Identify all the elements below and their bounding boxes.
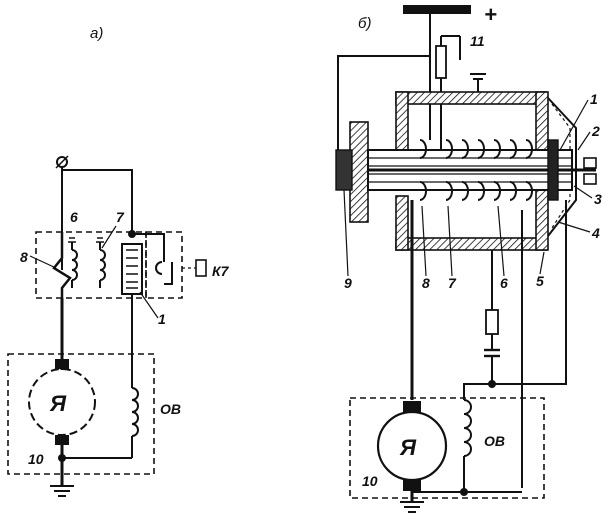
diagram-a: а) xyxy=(7,25,230,497)
label-a-10: 10 xyxy=(28,451,44,467)
label-b-8: 8 xyxy=(422,275,430,291)
battery-terminal xyxy=(403,5,471,14)
diagram-a-title: а) xyxy=(90,25,103,42)
label-a-6: 6 xyxy=(70,209,78,225)
resistor xyxy=(485,309,499,335)
contact-disc xyxy=(547,139,559,201)
field-coil-b xyxy=(463,399,472,492)
label-b-4: 4 xyxy=(591,225,600,241)
coil-7 xyxy=(96,237,106,288)
label-a-7: 7 xyxy=(116,209,125,225)
relay-element-1 xyxy=(121,243,143,295)
diagram-b: б) + 11 xyxy=(335,2,602,513)
label-a-1: 1 xyxy=(158,311,166,327)
ground-symbol-a xyxy=(50,485,74,497)
label-a-field: ОВ xyxy=(160,401,181,417)
motor-block-a xyxy=(7,353,155,475)
label-b-field: ОВ xyxy=(484,433,505,449)
motor-block-b xyxy=(349,397,545,499)
label-b-2: 2 xyxy=(591,123,600,139)
label-b-6: 6 xyxy=(500,275,508,291)
label-b-9: 9 xyxy=(344,275,352,291)
label-a-armature: Я xyxy=(49,391,67,416)
capacitor xyxy=(484,348,500,358)
ground-symbol-b xyxy=(400,501,424,513)
label-b-7: 7 xyxy=(448,275,457,291)
coil-6 xyxy=(68,237,78,288)
label-b-10: 10 xyxy=(362,473,378,489)
plunger-flange xyxy=(349,121,369,223)
field-coil-a xyxy=(131,387,139,458)
diagram-b-title: б) xyxy=(358,15,371,32)
label-a-8: 8 xyxy=(20,249,28,265)
switch-11 xyxy=(435,35,461,79)
label-b-11: 11 xyxy=(470,33,485,49)
relay-contact xyxy=(155,261,173,285)
label-b-armature: Я xyxy=(399,435,417,460)
label-b-5: 5 xyxy=(536,273,544,289)
battery-plus: + xyxy=(484,2,497,27)
ignition-terminal xyxy=(55,155,69,169)
label-b-3: 3 xyxy=(594,191,602,207)
label-relay-k7: К7 xyxy=(212,263,230,279)
thermal-element-8 xyxy=(52,232,72,298)
label-b-1: 1 xyxy=(590,91,598,107)
solenoid-windings xyxy=(419,139,533,201)
plunger-core xyxy=(367,149,596,191)
